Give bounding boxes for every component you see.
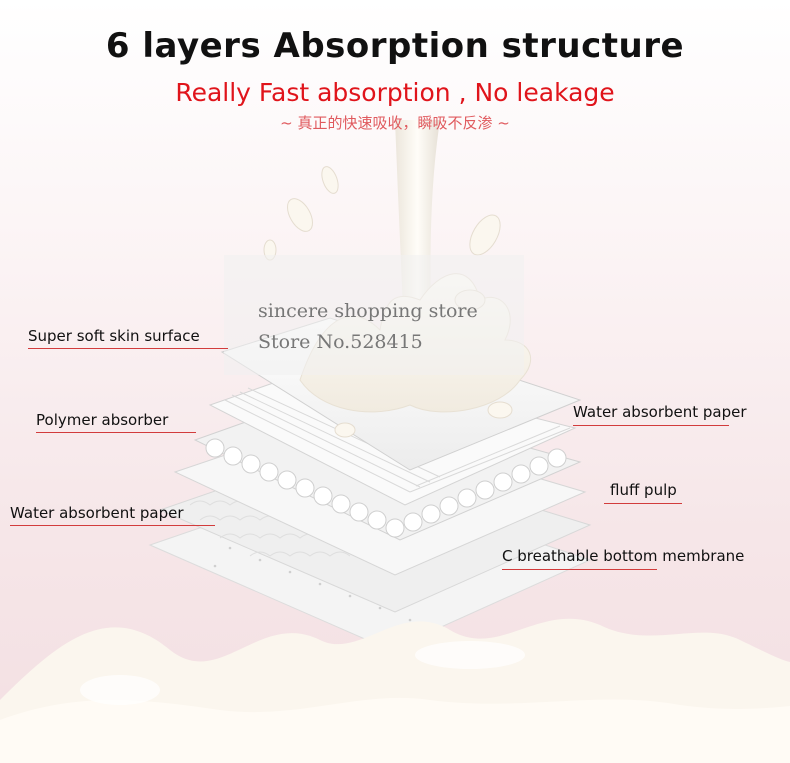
leader-water-absorbent-paper-right [573, 425, 729, 426]
watermark-box [224, 255, 524, 375]
label-water-absorbent-paper-right: Water absorbent paper [573, 403, 747, 421]
page-title: 6 layers Absorption structure [105, 26, 685, 66]
page-subtitle-cn: ~ 真正的快速吸收，瞬吸不反渗 ~ [280, 114, 510, 132]
leader-polymer-absorber [36, 432, 196, 433]
label-bottom-membrane: C breathable bottom membrane [502, 547, 745, 565]
label-polymer-absorber: Polymer absorber [36, 411, 169, 429]
leader-skin-surface [28, 348, 228, 349]
watermark-store-name: sincere shopping store [258, 300, 478, 322]
page-subtitle: Really Fast absorption , No leakage [175, 78, 615, 107]
watermark-store-number: Store No.528415 [258, 331, 423, 353]
leader-fluff-pulp [604, 503, 682, 504]
leader-water-absorbent-paper-left [10, 525, 215, 526]
label-skin-surface: Super soft skin surface [28, 327, 200, 345]
label-water-absorbent-paper-left: Water absorbent paper [10, 504, 184, 522]
label-fluff-pulp: fluff pulp [610, 481, 677, 499]
leader-bottom-membrane [502, 569, 657, 570]
